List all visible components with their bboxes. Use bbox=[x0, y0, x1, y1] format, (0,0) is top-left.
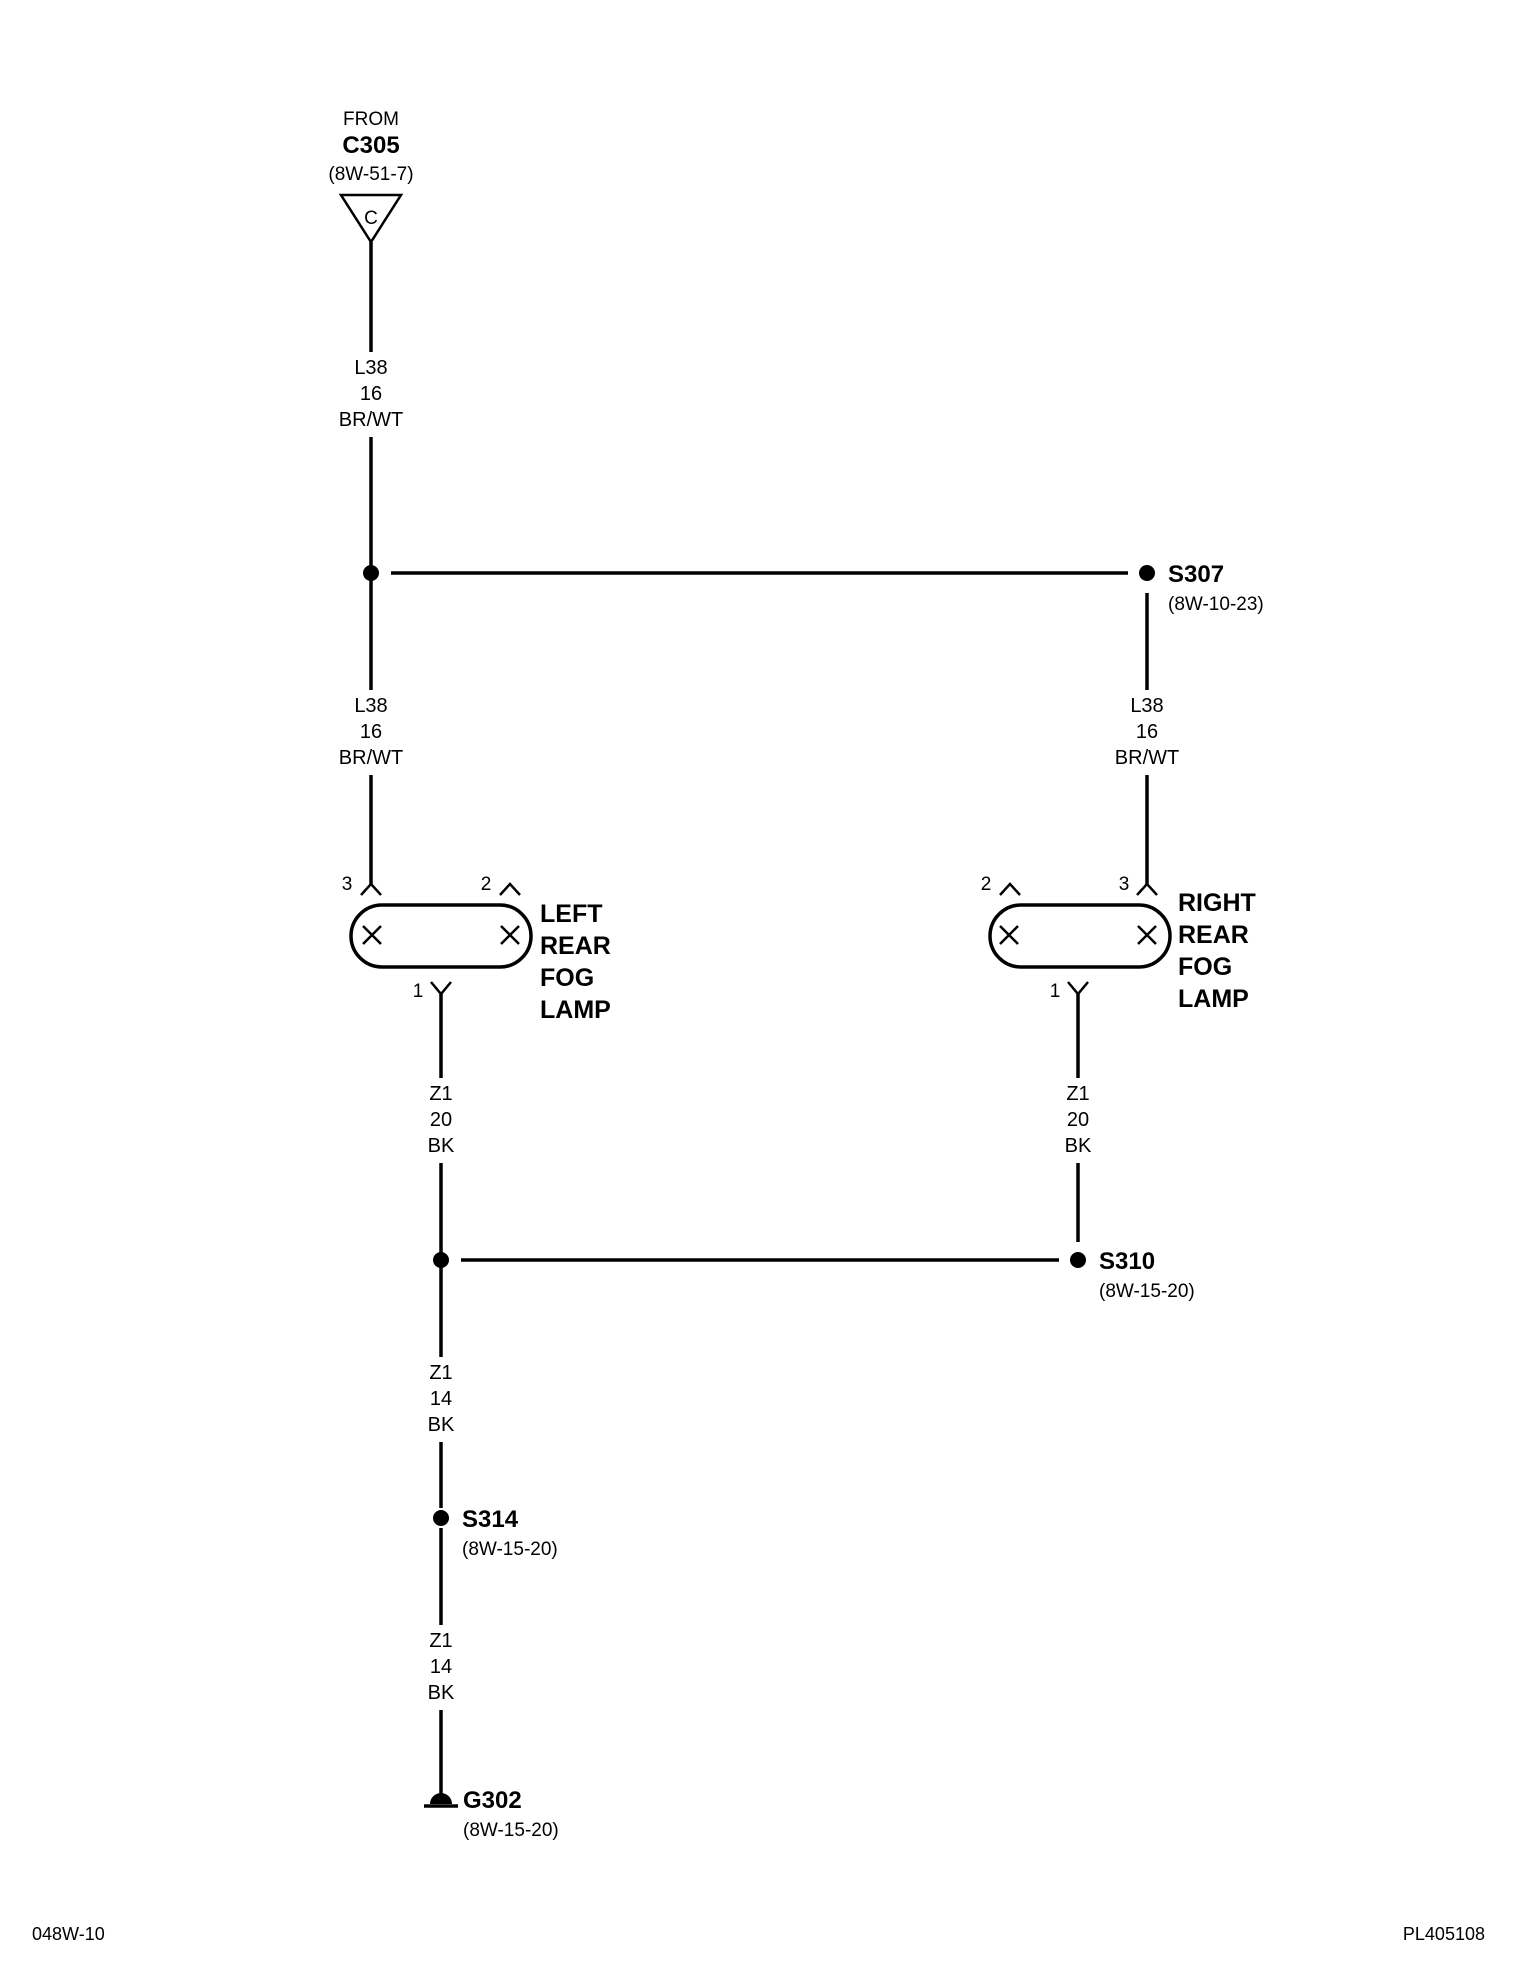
wire-label-right-lower: Z1 20 BK bbox=[1065, 1083, 1092, 1157]
wire-label-right-upper: L38 16 BR/WT bbox=[1115, 695, 1179, 769]
pin-2-terminal-icon bbox=[999, 882, 1021, 896]
splice-ref: (8W-10-23) bbox=[1168, 594, 1264, 615]
splice-s310-label: S310 (8W-15-20) bbox=[1099, 1248, 1195, 1302]
wire-gauge: 20 bbox=[430, 1109, 452, 1131]
footer-page-code: 048W-10 bbox=[32, 1924, 105, 1944]
wire-color: BK bbox=[428, 1414, 455, 1436]
pin-3-terminal-icon bbox=[360, 882, 382, 896]
wire-circuit: L38 bbox=[354, 695, 387, 717]
lamp-body-icon bbox=[349, 903, 533, 969]
lamp-name-line-4: LAMP bbox=[1178, 985, 1249, 1013]
lamp-name-line-2: REAR bbox=[540, 932, 611, 960]
pin-3-terminal-icon bbox=[1136, 882, 1158, 896]
pin-2-terminal-icon bbox=[499, 882, 521, 896]
left-rear-fog-lamp: 3 2 1 LEFT REAR FOG LAMP bbox=[342, 874, 611, 1024]
splice-s314-label: S314 (8W-15-20) bbox=[462, 1506, 558, 1560]
splice-id: S314 bbox=[462, 1506, 519, 1533]
lamp-name-line-1: RIGHT bbox=[1178, 889, 1256, 917]
splice-s314-dot bbox=[433, 1510, 449, 1526]
splice-s307-dot bbox=[1139, 565, 1155, 581]
wire-label-ground-lower: Z1 14 BK bbox=[428, 1630, 455, 1704]
wire-label-ground-upper: Z1 14 BK bbox=[428, 1362, 455, 1436]
lamp-name-line-3: FOG bbox=[540, 964, 594, 992]
wire-gauge: 14 bbox=[430, 1656, 452, 1678]
connector-cavity: C bbox=[364, 208, 378, 229]
lamp-name-line-3: FOG bbox=[1178, 953, 1232, 981]
pin-1-terminal-icon bbox=[430, 981, 452, 996]
splice-ref: (8W-15-20) bbox=[462, 1539, 558, 1560]
wire-gauge: 16 bbox=[360, 383, 382, 405]
splice-id: S310 bbox=[1099, 1248, 1155, 1275]
wire-label-left-upper: L38 16 BR/WT bbox=[339, 695, 403, 769]
lamp-body-icon bbox=[988, 903, 1172, 969]
ground-g302: G302 (8W-15-20) bbox=[424, 1787, 559, 1841]
splice-id: S307 bbox=[1168, 561, 1224, 588]
lamp-filament-right-icon bbox=[500, 925, 520, 945]
ground-id: G302 bbox=[463, 1787, 522, 1814]
pin-1-terminal-icon bbox=[1067, 981, 1089, 996]
wire-circuit: Z1 bbox=[429, 1083, 452, 1105]
wire-label-left-lower: Z1 20 BK bbox=[428, 1083, 455, 1157]
wire-color: BK bbox=[428, 1135, 455, 1157]
splice-s307-label: S307 (8W-10-23) bbox=[1168, 561, 1264, 615]
connector-ref: (8W-51-7) bbox=[328, 164, 413, 185]
wire-gauge: 20 bbox=[1067, 1109, 1089, 1131]
wire-color: BK bbox=[1065, 1135, 1092, 1157]
wire-circuit: Z1 bbox=[429, 1362, 452, 1384]
wire-color: BK bbox=[428, 1682, 455, 1704]
wire-gauge: 14 bbox=[430, 1388, 452, 1410]
wire-circuit: Z1 bbox=[429, 1630, 452, 1652]
wire-gauge: 16 bbox=[1136, 721, 1158, 743]
right-rear-fog-lamp: 2 3 1 RIGHT REAR FOG LAMP bbox=[981, 874, 1256, 1013]
ground-ref: (8W-15-20) bbox=[463, 1820, 559, 1841]
pin-ground-number: 1 bbox=[1050, 981, 1061, 1002]
pin-feed-number: 3 bbox=[1119, 874, 1130, 895]
from-label: FROM bbox=[343, 109, 399, 130]
connector-triangle-icon bbox=[338, 193, 404, 245]
wire-label-top: L38 16 BR/WT bbox=[339, 357, 403, 431]
wire-circuit: L38 bbox=[354, 357, 387, 379]
wire-circuit: Z1 bbox=[1066, 1083, 1089, 1105]
wire-color: BR/WT bbox=[339, 409, 403, 431]
splice-ref: (8W-15-20) bbox=[1099, 1281, 1195, 1302]
lamp-filament-right-icon bbox=[1137, 925, 1157, 945]
pin-spare-number: 2 bbox=[481, 874, 492, 895]
wire-circuit: L38 bbox=[1130, 695, 1163, 717]
source-connector-c305: FROM C305 (8W-51-7) C bbox=[328, 109, 414, 245]
pin-feed-number: 3 bbox=[342, 874, 353, 895]
wire-gauge: 16 bbox=[360, 721, 382, 743]
connector-id: C305 bbox=[342, 132, 399, 159]
wire-color: BR/WT bbox=[339, 747, 403, 769]
wire-color: BR/WT bbox=[1115, 747, 1179, 769]
lamp-name-line-4: LAMP bbox=[540, 996, 611, 1024]
pin-spare-number: 2 bbox=[981, 874, 992, 895]
ground-icon bbox=[430, 1793, 452, 1804]
footer-figure-code: PL405108 bbox=[1403, 1924, 1485, 1944]
lamp-filament-left-icon bbox=[999, 925, 1019, 945]
splice-s310-dot bbox=[1070, 1252, 1086, 1268]
pin-ground-number: 1 bbox=[413, 981, 424, 1002]
lamp-name-line-2: REAR bbox=[1178, 921, 1249, 949]
lamp-name-line-1: LEFT bbox=[540, 900, 603, 928]
lamp-filament-left-icon bbox=[362, 925, 382, 945]
